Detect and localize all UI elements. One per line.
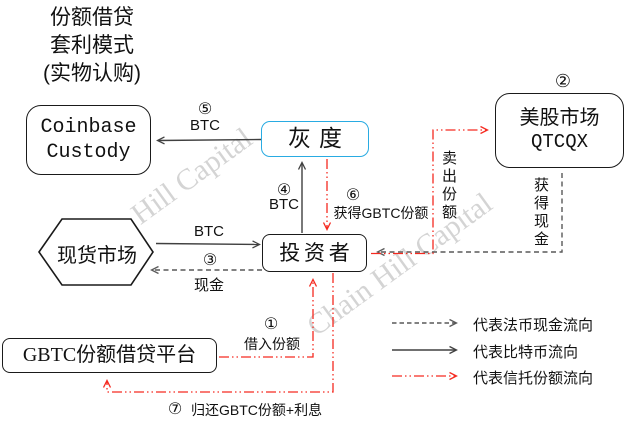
page-title-line: (实物认购) — [43, 62, 141, 85]
edge-step1-label: 借入份额 — [244, 336, 300, 352]
arrow-get-cash — [376, 173, 563, 257]
node-us-market-line: 美股市场 — [519, 107, 600, 130]
arrow-sell-shares — [371, 125, 489, 255]
node-coinbase-line: Coinbase — [40, 116, 137, 139]
page-title-line: 份额借贷 — [50, 6, 134, 29]
arrow-btc-spot — [155, 240, 261, 249]
page-title-line: 套利模式 — [50, 34, 134, 57]
edge-step3-label: 现金 — [193, 277, 224, 294]
node-grayscale-label: 灰度 — [287, 125, 351, 151]
legend-label-fiat-flow: 代表法币现金流向 — [473, 317, 594, 334]
node-investor-label: 投资者 — [279, 240, 354, 265]
node-coinbase-line: Custody — [46, 141, 131, 164]
edge-step3-number: ③ — [202, 252, 218, 269]
edge-step1-number: ① — [263, 316, 279, 333]
node-gbtc-lending-platform: GBTC份额借贷平台 — [2, 338, 217, 373]
node-investor: 投资者 — [262, 234, 367, 272]
edge-step7-label: 归还GBTC份额+利息 — [191, 402, 323, 418]
node-us-stock-market: 美股市场 QTCQX — [495, 93, 624, 168]
legend-label-btc-flow: 代表比特币流向 — [473, 344, 579, 361]
node-spot-market-label: 现货市场 — [57, 245, 137, 267]
edge-step5-number: ⑤ — [197, 101, 213, 118]
edge-step6-number: ⑥ — [345, 187, 361, 204]
edge-sell-shares-label: 卖出份额 — [440, 150, 457, 222]
legend-label-trust-flow: 代表信托份额流向 — [473, 370, 594, 387]
node-gbtc-label: GBTC份额借贷平台 — [22, 344, 197, 366]
node-coinbase-custody: Coinbase Custody — [26, 105, 151, 175]
edge-step4-label: BTC — [269, 196, 299, 213]
node-grayscale-trust: 灰度 — [261, 121, 369, 157]
page-title: 份额借贷 套利模式 (实物认购) — [22, 4, 162, 88]
edge-step7-number: ⑦ — [167, 401, 183, 418]
arrow-step5-btc — [156, 136, 262, 145]
edge-get-cash-label: 获得现金 — [532, 177, 549, 249]
edge-step2-number: ② — [554, 71, 572, 91]
node-us-market-ticker: QTCQX — [530, 131, 588, 154]
arrow-step1-borrow — [219, 278, 318, 358]
edge-step6-label: 获得GBTC份额 — [333, 205, 429, 221]
edge-btc-spot-label: BTC — [194, 223, 224, 240]
edge-step5-label: BTC — [190, 117, 220, 134]
spot-market-hexagon — [38, 218, 154, 286]
edge-step4-number: ④ — [276, 182, 292, 199]
